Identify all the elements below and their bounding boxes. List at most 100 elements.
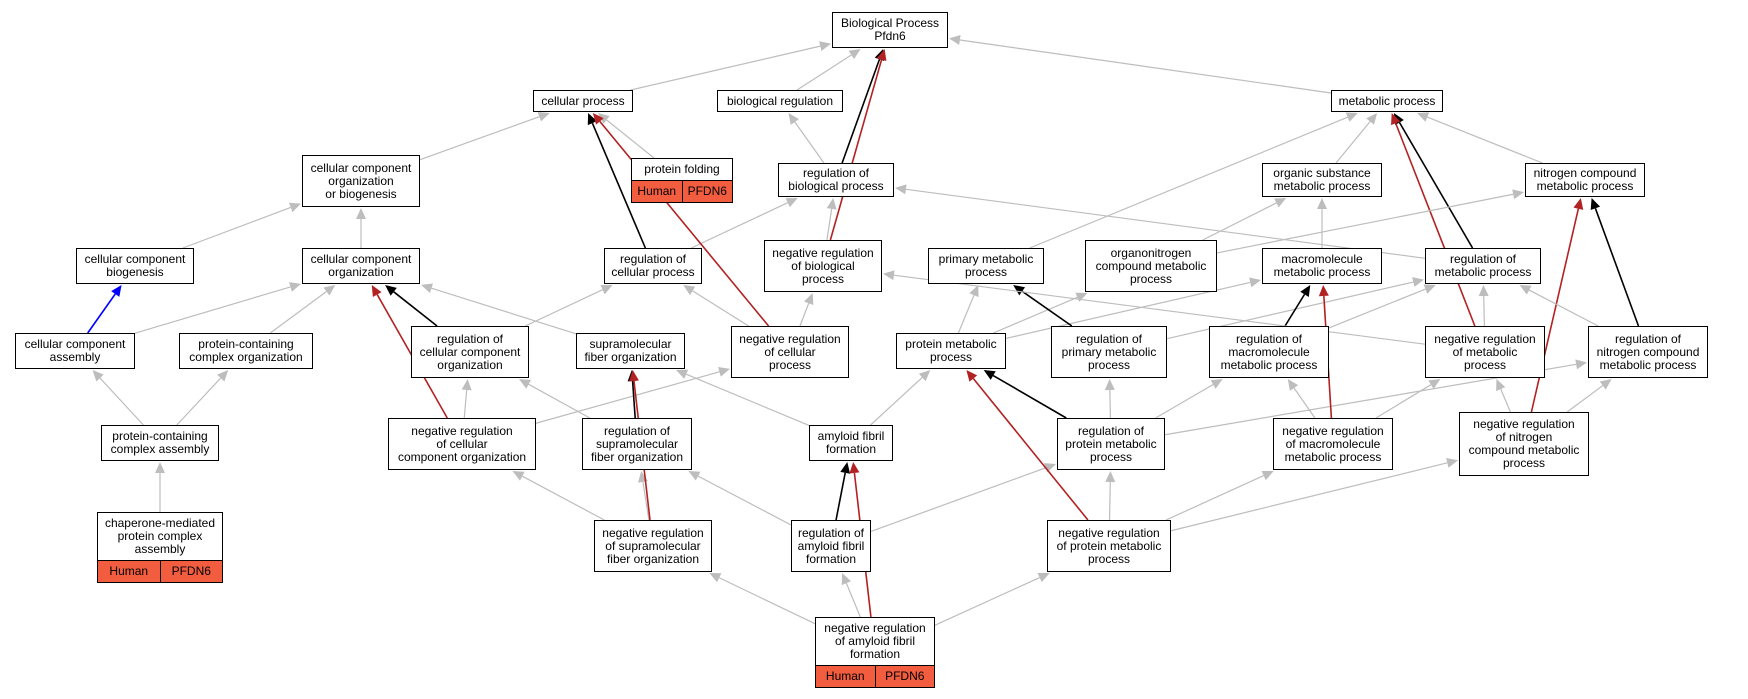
edge-is-a-nrmmp-rmmp	[1287, 379, 1316, 419]
edge-is-a-nrmp-rmp	[1478, 285, 1489, 327]
edge-is-a-ccb-ccob	[182, 202, 301, 249]
edge-regulates-raff-aff	[835, 462, 851, 521]
edge-arrowhead	[1287, 379, 1299, 391]
edge-arrowhead	[788, 113, 799, 125]
edge-arrowhead	[356, 208, 366, 219]
go-term-nrmp[interactable]: negative regulation of metabolic process	[1425, 326, 1545, 378]
go-term-nrcco[interactable]: negative regulation of cellular componen…	[388, 418, 536, 470]
go-term-rbp[interactable]: regulation of biological process	[778, 163, 894, 197]
go-term-ccb[interactable]: cellular component biogenesis	[76, 248, 194, 284]
go-term-nrcp[interactable]: negative regulation of cellular process	[731, 326, 849, 378]
go-term-rprmp[interactable]: regulation of protein metabolic process	[1057, 418, 1165, 470]
edge-line	[176, 377, 222, 426]
edge-negatively-regulates-nrcp-cp	[592, 113, 770, 327]
edge-regulates-rcco-cco	[385, 285, 438, 327]
edge-arrowhead	[848, 49, 861, 60]
edge-line	[642, 481, 650, 521]
go-term-cmpca[interactable]: chaperone-mediated protein complex assem…	[97, 512, 223, 583]
edge-line	[841, 59, 881, 164]
edge-line	[99, 377, 144, 426]
edge-arrowhead	[1446, 457, 1458, 468]
edge-line	[1108, 481, 1111, 521]
go-term-osmp[interactable]: organic substance metabolic process	[1262, 163, 1382, 197]
go-term-rmp[interactable]: regulation of metabolic process	[1425, 248, 1541, 284]
edge-arrowhead	[826, 198, 837, 210]
go-term-raff[interactable]: regulation of amyloid fibril formation	[791, 520, 871, 572]
edge-is-a-raff-rsfo	[688, 471, 792, 526]
go-term-ncmp[interactable]: nitrogen compound metabolic process	[1525, 163, 1645, 197]
edge-arrowhead	[949, 35, 961, 45]
go-term-rmmp[interactable]: regulation of macromolecule metabolic pr…	[1209, 326, 1329, 378]
edge-arrowhead	[1249, 277, 1261, 288]
go-term-rpmp[interactable]: regulation of primary metabolic process	[1051, 326, 1167, 378]
edge-line	[992, 374, 1067, 419]
edge-is-a-rprmp-rpmp	[1104, 379, 1115, 419]
edge-line	[1165, 475, 1264, 521]
edge-arrowhead	[1512, 189, 1524, 200]
go-term-ccob[interactable]: cellular component organization or bioge…	[302, 155, 420, 207]
edge-arrowhead	[1366, 113, 1378, 125]
edge-line	[835, 472, 846, 521]
go-term-rsfo[interactable]: regulation of supramolecular fiber organ…	[582, 418, 692, 470]
go-term-sfo[interactable]: supramolecular fiber organization	[576, 333, 685, 369]
go-term-cca[interactable]: cellular component assembly	[15, 333, 135, 369]
go-term-pcca[interactable]: protein-containing complex assembly	[101, 425, 219, 461]
go-term-bp[interactable]: Biological Process Pfdn6	[832, 12, 948, 48]
edge-arrowhead	[1496, 379, 1506, 392]
edge-line	[1021, 290, 1073, 327]
edge-line	[697, 475, 792, 526]
edge-arrowhead	[676, 369, 689, 379]
edge-arrowhead	[323, 285, 336, 296]
go-term-cp[interactable]: cellular process	[533, 90, 633, 112]
edge-arrowhead	[1104, 379, 1115, 391]
edge-line	[893, 274, 1426, 345]
go-term-nraff[interactable]: negative regulation of amyloid fibril fo…	[815, 617, 935, 688]
edge-is-a-rcco-rcp	[525, 285, 613, 327]
edge-is-a-nrmmp-nrmp	[1375, 379, 1441, 419]
edge-arrowhead	[840, 462, 851, 474]
edge-arrowhead	[804, 293, 814, 306]
go-term-rcp[interactable]: regulation of cellular process	[604, 248, 702, 284]
edge-line	[269, 291, 327, 334]
edge-line	[870, 467, 1046, 532]
go-term-br[interactable]: biological regulation	[717, 90, 843, 112]
edge-is-a-cco-ccob	[356, 208, 366, 248]
go-term-mp[interactable]: metabolic process	[1331, 90, 1443, 112]
edge-line	[957, 294, 975, 334]
go-term-nrprmp[interactable]: negative regulation of protein metabolic…	[1047, 520, 1171, 572]
go-term-rcco[interactable]: regulation of cellular component organiz…	[411, 326, 529, 378]
go-term-mmp[interactable]: macromolecule metabolic process	[1262, 248, 1382, 284]
edge-arrowhead	[92, 370, 104, 382]
edge-is-a-pcco-cco	[269, 285, 336, 334]
go-term-rncmp[interactable]: regulation of nitrogen compound metaboli…	[1588, 326, 1708, 378]
edge-line	[1528, 289, 1599, 327]
edge-line	[1109, 389, 1112, 419]
go-term-nrbp[interactable]: negative regulation of biological proces…	[764, 240, 882, 292]
go-term-pcco[interactable]: protein-containing complex organization	[179, 333, 313, 369]
edge-is-a-rcp-rbp	[691, 198, 798, 249]
edge-line	[794, 121, 825, 164]
go-term-aff[interactable]: amyloid fibril formation	[809, 425, 893, 461]
edge-line	[993, 296, 1078, 334]
go-term-pmp[interactable]: primary metabolic process	[928, 248, 1044, 284]
go-term-nrncmp[interactable]: negative regulation of nitrogen compound…	[1459, 412, 1589, 476]
edge-line	[1170, 462, 1448, 532]
edge-is-a-cp-bp	[630, 41, 831, 91]
edge-is-a-rncmp-rmp	[1519, 285, 1599, 327]
go-term-nrmmp[interactable]: negative regulation of macromolecule met…	[1273, 418, 1393, 470]
edge-is-a-nrmp-nrbp	[883, 270, 1426, 345]
go-term-prmp[interactable]: protein metabolic process	[896, 333, 1006, 369]
edge-arrowhead	[1345, 112, 1358, 122]
edge-is-a-ocmp-ncmp	[1216, 189, 1524, 254]
go-term-cco[interactable]: cellular component organization	[302, 248, 420, 284]
edge-arrowhead	[371, 285, 382, 298]
edge-arrowhead	[537, 112, 550, 122]
edge-line	[535, 371, 720, 424]
edge-line	[1530, 208, 1580, 413]
go-term-nrsfo[interactable]: negative regulation of supramolecular fi…	[594, 520, 712, 572]
go-term-ocmp[interactable]: organonitrogen compound metabolic proces…	[1085, 240, 1217, 292]
edge-arrowhead	[1105, 471, 1116, 483]
edge-arrowhead	[966, 370, 978, 382]
